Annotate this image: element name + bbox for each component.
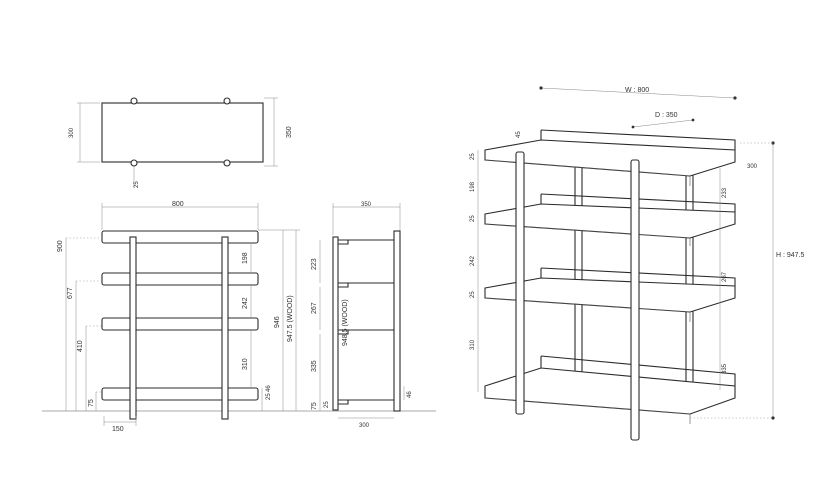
front-right-dim-46: 46 [266, 385, 272, 392]
front-height-total: 946 [274, 316, 281, 328]
side-dim-75: 75 [311, 402, 318, 410]
front-leg-left [129, 236, 137, 420]
front-width-label: 800 [172, 201, 184, 208]
iso-left-dim-3: 242 [470, 255, 476, 266]
side-foot: 46 [407, 391, 413, 398]
iso-left-dim-5: 310 [470, 339, 476, 350]
top-tab-gap: 25 [134, 181, 140, 188]
iso-depth: D : 350 [655, 112, 678, 119]
tab-top-left [130, 97, 138, 105]
side-bottom-width: 300 [359, 423, 370, 429]
side-dim-335: 335 [311, 360, 318, 372]
tab-top-right [223, 97, 231, 105]
side-dim-223: 223 [311, 258, 318, 270]
tab-bottom-right [223, 159, 231, 167]
iso-left-dim-2: 25 [470, 215, 476, 222]
front-left-dim-410: 410 [77, 340, 84, 352]
iso-width: W : 800 [625, 87, 649, 94]
top-depth-right: 350 [286, 126, 293, 138]
front-right-dim-310: 310 [242, 358, 249, 370]
iso-right-dim-0: 233 [722, 187, 728, 198]
iso-height: H : 947.5 [776, 252, 805, 259]
iso-lip: 45 [516, 131, 522, 138]
front-leg-spacing: 150 [112, 426, 124, 433]
iso-left-dim-0: 25 [470, 153, 476, 160]
side-height-wood: 948.5 (WOOD) [342, 299, 349, 346]
iso-right-dim-2: 335 [722, 363, 728, 374]
iso-leg-right [630, 159, 640, 441]
front-height-wood: 947.5 (WOOD) [287, 295, 294, 342]
iso-left-dim-4: 25 [470, 291, 476, 298]
front-right-dim-25: 25 [266, 393, 272, 400]
side-dim-267: 267 [311, 302, 318, 314]
side-view: 350 223 267 335 75 25 948.5 (WOOD) 46 30… [311, 202, 413, 429]
side-dim-25: 25 [324, 401, 330, 408]
front-left-dim-677: 677 [67, 287, 74, 299]
front-right-dim-198: 198 [242, 252, 249, 264]
isometric-view: W : 800 D : 350 45 300 H : 947.5 [470, 86, 805, 441]
front-left-dim-900: 900 [57, 240, 64, 252]
iso-left-dim-1: 198 [470, 181, 476, 192]
iso-leg-left [515, 151, 525, 415]
iso-depth-small: 300 [747, 164, 758, 170]
top-depth-left: 300 [69, 127, 75, 138]
front-view: 800 900 677 410 75 198 242 310 25 46 946… [42, 201, 436, 433]
front-leg-right [221, 236, 229, 420]
front-left-dim-75: 75 [88, 399, 95, 407]
tab-bottom-left [130, 159, 138, 167]
side-leg-rear [393, 230, 401, 412]
iso-right-dim-1: 267 [722, 271, 728, 282]
top-view: 300 350 25 [69, 97, 293, 188]
side-top-width: 350 [361, 202, 372, 208]
front-right-dim-242: 242 [242, 297, 249, 309]
